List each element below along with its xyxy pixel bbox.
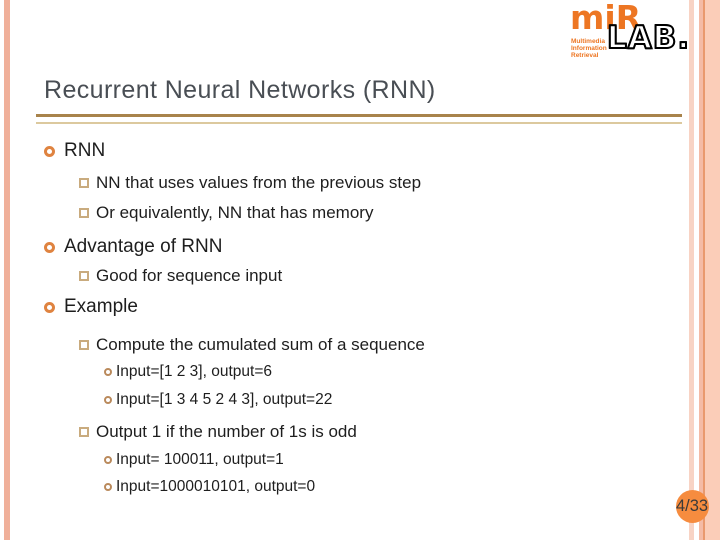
bullet-item-7: Compute the cumulated sum of a sequence — [79, 333, 425, 357]
title-divider-top-line — [36, 114, 682, 117]
bullet-text: Input=[1 3 4 5 2 4 3], output=22 — [116, 391, 333, 408]
square-bullet-icon — [79, 271, 89, 281]
bullet-text: Output 1 if the number of 1s is odd — [96, 422, 357, 441]
slide-title: Recurrent Neural Networks (RNN) — [44, 76, 436, 104]
bullet-item-9: Input=[1 3 4 5 2 4 3], output=22 — [104, 389, 332, 411]
small-ring-bullet-icon — [104, 483, 112, 491]
bullet-item-11: Input= 100011, output=1 — [104, 449, 284, 471]
square-bullet-icon — [79, 427, 89, 437]
bullet-item-3: Or equivalently, NN that has memory — [79, 201, 373, 225]
square-bullet-icon — [79, 340, 89, 350]
small-ring-bullet-icon — [104, 456, 112, 464]
left-border-stripe — [4, 0, 10, 540]
mir-logo-subtitle: Multimedia Information Retrieval — [571, 38, 607, 59]
bullet-text: Compute the cumulated sum of a sequence — [96, 335, 425, 354]
bullet-item-2: NN that uses values from the previous st… — [79, 171, 421, 195]
ring-bullet-icon — [44, 301, 55, 313]
bullet-item-6: Example — [44, 294, 138, 320]
bullet-item-12: Input=1000010101, output=0 — [104, 476, 315, 498]
bullet-text: NN that uses values from the previous st… — [96, 173, 422, 192]
mir-logo-subtitle-line: Information — [571, 45, 607, 52]
page-number: 4/33 — [675, 497, 709, 515]
mir-logo-subtitle-line: Multimedia — [571, 38, 605, 45]
lab-logo-text: LAB. — [606, 20, 691, 56]
page-number-badge — [676, 490, 709, 523]
ring-bullet-icon — [44, 241, 55, 253]
bullet-item-8: Input=[1 2 3], output=6 — [104, 361, 272, 383]
small-ring-bullet-icon — [104, 396, 112, 404]
title-divider-bottom-line — [36, 122, 682, 124]
square-bullet-icon — [79, 178, 89, 188]
bullet-text: Example — [64, 296, 138, 317]
bullet-item-10: Output 1 if the number of 1s is odd — [79, 420, 357, 444]
bullet-text: RNN — [64, 140, 106, 161]
bullet-text: Or equivalently, NN that has memory — [96, 203, 374, 222]
mir-logo-brand-text: miR — [570, 0, 642, 37]
square-bullet-icon — [79, 208, 89, 218]
bullet-text: Input=1000010101, output=0 — [116, 478, 316, 495]
right-border-stripe-peach — [705, 0, 720, 540]
ring-bullet-icon — [44, 145, 55, 157]
right-border-stripe-orange — [703, 0, 705, 540]
bullet-item-1: RNN — [44, 138, 105, 164]
bullet-item-4: Advantage of RNN — [44, 234, 222, 260]
bullet-text: Good for sequence input — [96, 266, 283, 285]
bullet-text: Input= 100011, output=1 — [116, 451, 284, 468]
bullet-text: Advantage of RNN — [64, 236, 223, 257]
bullet-text: Input=[1 2 3], output=6 — [116, 363, 272, 380]
small-ring-bullet-icon — [104, 368, 112, 376]
mir-logo-subtitle-line: Retrieval — [571, 52, 599, 59]
right-border-stripe-salmon — [699, 0, 703, 540]
bullet-item-5: Good for sequence input — [79, 264, 282, 288]
right-border-stripe-pink — [689, 0, 694, 540]
mir-lab-logo: miR Multimedia Information Retrieval LAB… — [570, 0, 690, 62]
